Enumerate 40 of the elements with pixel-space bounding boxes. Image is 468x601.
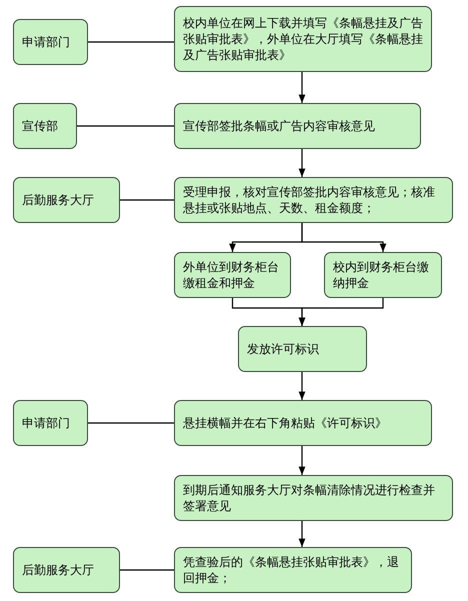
process-box [174,177,453,223]
arrow [298,149,306,177]
box-text: 发放许可标识 [247,341,319,357]
connector-line [88,41,174,43]
box-text: 受理申报，核对宣传部签批内容审核意见；核准悬挂或张贴地点、天数、租金额度； [183,184,436,216]
box-text: 校内到财务柜台缴纳押金 [333,259,430,291]
arrow [298,521,306,547]
box-text: 后勤服务大厅 [22,562,94,578]
box-text: 凭查验后的《条幅悬挂张贴审批表》，退回押金； [183,554,400,586]
arrow [298,298,384,326]
process-box [174,400,432,446]
process-box [174,547,412,593]
box-text: 外单位到财务柜台缴租金和押金 [183,259,280,291]
box-text: 校内单位在网上下载并填写《条幅悬挂及广告张贴审批表》，外单位在大厅填写《条幅悬挂及广告张贴审批表》 [183,15,423,63]
box-text: 宣传部签批条幅或广告内容审核意见 [183,118,375,134]
box-text: 悬挂横幅并在右下角粘贴《许可标识》 [183,415,387,431]
connector-line [88,422,174,424]
process-box [174,252,291,298]
process-box [13,19,88,65]
process-box [238,326,367,372]
process-box [174,6,432,72]
arrow [298,372,306,400]
process-box [13,400,88,446]
process-box [174,475,453,521]
box-text: 到期后通知服务大厅对条幅清除情况进行检查并签署意见 [183,482,436,514]
box-text: 宣传部 [22,118,58,134]
box-text: 后勤服务大厅 [22,192,94,208]
connector-line [120,199,174,201]
arrow [298,72,306,103]
arrow [298,446,306,475]
process-box [174,103,421,149]
box-text: 申请部门 [22,415,70,431]
box-text: 申请部门 [22,34,70,50]
process-box [324,252,442,298]
process-box [13,547,120,593]
arrow [301,223,386,252]
connector-line [120,569,174,571]
connector-line [77,125,174,127]
process-box [13,177,120,223]
process-box [13,103,77,149]
